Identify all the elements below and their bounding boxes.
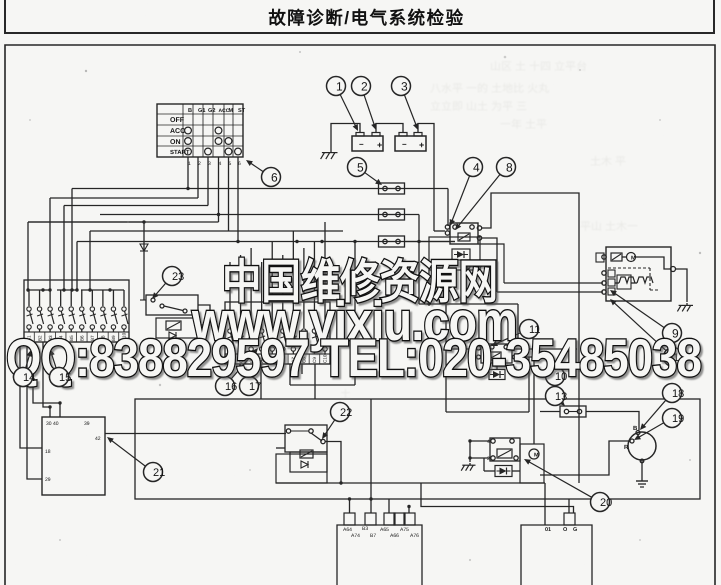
svg-text:G2: G2 [208, 108, 215, 114]
svg-text:B5: B5 [69, 335, 74, 341]
svg-text:土: 土 [340, 388, 351, 401]
svg-text:12: 12 [673, 352, 685, 364]
svg-text:C2: C2 [238, 357, 243, 363]
svg-text:B3: B3 [48, 335, 53, 341]
svg-text:B10: B10 [122, 332, 127, 341]
svg-text:42: 42 [95, 436, 101, 442]
svg-text:一土 山: 一土 山 [380, 290, 416, 303]
svg-text:C3: C3 [249, 357, 254, 363]
svg-text:B6: B6 [79, 335, 84, 341]
svg-text:B3: B3 [362, 526, 368, 532]
svg-text:M: M [631, 256, 636, 262]
svg-text:+: + [419, 140, 424, 150]
svg-text:21: 21 [153, 467, 165, 479]
svg-text:9: 9 [672, 326, 679, 340]
svg-text:1: 1 [336, 79, 343, 93]
svg-text:4: 4 [219, 161, 222, 167]
svg-text:平山 土木一: 平山 土木一 [580, 220, 638, 233]
svg-text:C7: C7 [291, 357, 296, 363]
svg-text:20: 20 [600, 497, 612, 509]
svg-text:3: 3 [208, 161, 211, 167]
svg-text:OFF: OFF [170, 117, 185, 124]
svg-text:17: 17 [249, 381, 261, 393]
svg-text:5: 5 [229, 161, 232, 167]
svg-text:C9: C9 [312, 357, 317, 363]
svg-text:4: 4 [487, 439, 490, 445]
svg-text:5: 5 [357, 160, 364, 174]
svg-text:立立即 山土 为平 三: 立立即 山土 为平 三 [430, 100, 527, 113]
svg-text:1: 1 [188, 161, 191, 167]
svg-text:6: 6 [238, 161, 241, 167]
svg-text:ACC: ACC [170, 128, 185, 135]
svg-text:F: F [467, 265, 470, 271]
svg-text:+: + [377, 140, 382, 150]
svg-text:R: R [624, 444, 629, 451]
svg-text:2: 2 [361, 79, 368, 93]
svg-text:山区 土 十四 立平台: 山区 土 十四 立平台 [490, 60, 587, 73]
svg-text:22: 22 [340, 407, 352, 419]
svg-text:ACC: ACC [219, 108, 230, 114]
svg-text:A64: A64 [343, 527, 352, 533]
svg-text:B: B [188, 108, 192, 114]
svg-text:C5: C5 [270, 357, 275, 363]
svg-text:ON: ON [170, 139, 181, 146]
svg-text:14: 14 [23, 372, 35, 384]
svg-text:www.yixiu.com: www.yixiu.com [191, 290, 517, 352]
svg-text:6: 6 [271, 170, 278, 184]
svg-text:29: 29 [45, 477, 51, 483]
svg-text:A75: A75 [400, 527, 409, 533]
svg-text:16: 16 [225, 381, 237, 393]
svg-text:B: B [633, 425, 638, 432]
svg-text:中国维修资源网: 中国维修资源网 [222, 255, 498, 308]
svg-text:2: 2 [487, 456, 490, 462]
svg-text:O: O [563, 527, 568, 533]
svg-text:QQ:838829597 TEL:020-35485038: QQ:838829597 TEL:020-35485038 [6, 329, 701, 388]
svg-text:A66: A66 [390, 533, 399, 539]
svg-text:ST: ST [238, 108, 246, 114]
svg-text:13: 13 [555, 391, 567, 403]
svg-text:B9: B9 [111, 335, 116, 341]
svg-text:八水平 一的 土地比 火丸: 八水平 一的 土地比 火丸 [430, 82, 549, 95]
svg-text:B2: B2 [37, 335, 42, 341]
svg-text:C10: C10 [323, 354, 328, 363]
svg-text:G: G [573, 527, 577, 533]
svg-text:A65: A65 [380, 527, 389, 533]
svg-text:M: M [229, 108, 234, 114]
svg-text:2: 2 [198, 161, 201, 167]
svg-text:4: 4 [473, 160, 480, 174]
svg-text:A76: A76 [410, 533, 419, 539]
svg-text:B8: B8 [101, 335, 106, 341]
svg-text:M: M [534, 453, 539, 459]
svg-text:B7: B7 [370, 533, 376, 539]
svg-text:3: 3 [401, 79, 408, 93]
svg-text:−: − [402, 140, 407, 149]
svg-text:11: 11 [529, 324, 540, 336]
svg-text:18: 18 [45, 449, 51, 455]
svg-text:C6: C6 [280, 357, 285, 363]
svg-text:START: START [170, 149, 190, 156]
svg-text:C1: C1 [228, 357, 233, 363]
svg-text:A74: A74 [351, 533, 360, 539]
svg-text:土木 平: 土木 平 [590, 155, 626, 168]
svg-text:B7: B7 [90, 335, 95, 341]
svg-text:一年 土平: 一年 土平 [500, 118, 547, 131]
svg-text:B1: B1 [27, 335, 32, 341]
svg-text:18: 18 [672, 388, 684, 400]
svg-text:B4: B4 [58, 335, 63, 341]
svg-text:19: 19 [672, 413, 684, 425]
svg-text:23: 23 [172, 271, 184, 283]
svg-text:−: − [359, 140, 364, 149]
svg-text:8: 8 [506, 160, 513, 174]
svg-text:G1: G1 [198, 108, 205, 114]
svg-text:39: 39 [84, 421, 90, 427]
svg-text:30 40: 30 40 [46, 421, 59, 427]
svg-text:10: 10 [555, 371, 567, 383]
svg-text:01: 01 [545, 527, 551, 533]
svg-text:C8: C8 [302, 357, 307, 363]
svg-text:15: 15 [59, 372, 71, 384]
